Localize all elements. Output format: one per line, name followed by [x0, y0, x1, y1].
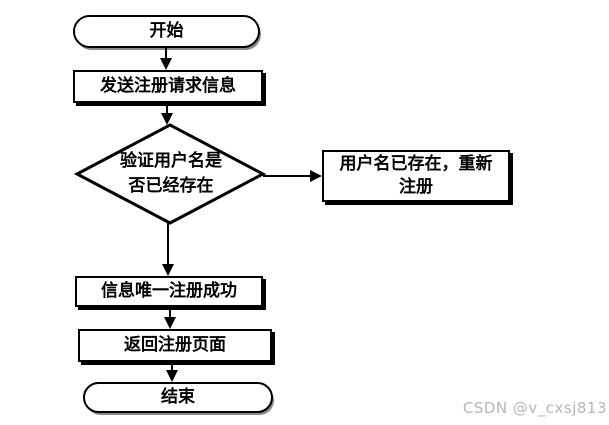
decision-diamond-outline — [73, 123, 267, 225]
node-send-request-label: 发送注册请求信息 — [100, 76, 236, 97]
node-register-success-label: 信息唯一注册成功 — [101, 281, 237, 302]
node-end: 结束 — [83, 382, 273, 413]
arrow-return-to-end-head — [166, 370, 178, 382]
node-verify-username-label: 验证用户名是 否已经存在 — [120, 151, 222, 196]
arrow-success-to-return-stem — [169, 307, 171, 319]
arrow-send-to-verify-stem — [166, 103, 168, 115]
node-start-label: 开始 — [149, 21, 184, 42]
node-return-page: 返回注册页面 — [78, 329, 272, 362]
node-username-exists: 用户名已存在，重新 注册 — [322, 150, 510, 202]
arrow-start-to-send-stem — [165, 48, 167, 60]
arrow-verify-to-success-stem — [167, 223, 169, 266]
arrow-success-to-return-head — [164, 317, 176, 329]
arrow-send-to-verify-head — [161, 113, 173, 125]
arrow-verify-to-success-head — [162, 264, 174, 276]
arrow-verify-to-exists-stem — [263, 175, 312, 177]
node-username-exists-label: 用户名已存在，重新 注册 — [339, 154, 493, 197]
decision-diamond-shape — [73, 123, 267, 225]
node-return-page-label: 返回注册页面 — [124, 335, 226, 356]
node-end-label: 结束 — [161, 387, 195, 408]
arrow-start-to-send-head — [160, 58, 172, 70]
node-send-request: 发送注册请求信息 — [73, 70, 263, 103]
arrow-return-to-end-stem — [171, 362, 173, 372]
csdn-watermark: CSDN @v_cxsj813 — [462, 399, 607, 417]
node-register-success: 信息唯一注册成功 — [75, 276, 263, 307]
node-verify-username: 验证用户名是 否已经存在 — [73, 121, 269, 227]
arrow-verify-to-exists-head — [310, 170, 322, 182]
node-start: 开始 — [73, 15, 260, 48]
